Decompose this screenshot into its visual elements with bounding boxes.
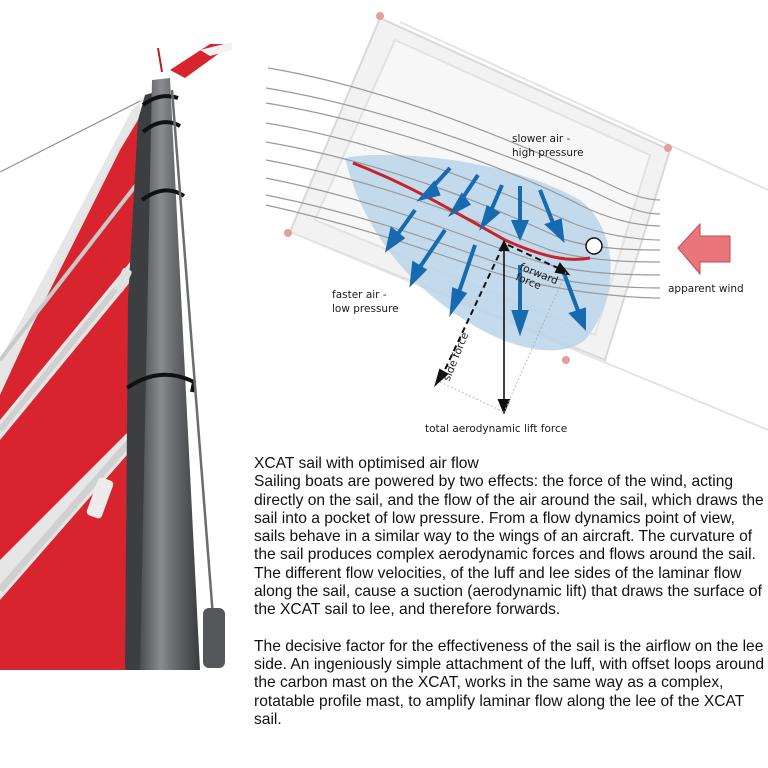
article-paragraph-1: Sailing boats are powered by two effects… [254,473,764,619]
sail-airflow-diagram: slower air - high pressure faster air - … [250,0,768,450]
label-total-lift: total aerodynamic lift force [425,423,568,435]
airflow-diagram-graphic [265,12,768,431]
shroud-wire [0,95,151,173]
streamlines [265,67,661,299]
mast-marker [585,237,603,255]
article: XCAT sail with optimised air flow Sailin… [254,455,766,729]
label-apparent-wind: apparent wind [668,283,744,295]
force-arrows [384,166,586,337]
mast-photo-illustration [0,42,232,670]
label-slower-air: slower air - high pressure [512,133,584,159]
article-paragraph-2: The decisive factor for the effectivenes… [254,637,764,728]
label-faster-air: faster air - low pressure [332,289,399,315]
sail-curve [352,161,591,261]
force-components [434,239,571,415]
mast-photo [0,0,250,670]
frame-corner-bolts [284,12,672,364]
apparent-wind-arrow-icon [677,222,731,276]
article-title: XCAT sail with optimised air flow [254,455,479,472]
